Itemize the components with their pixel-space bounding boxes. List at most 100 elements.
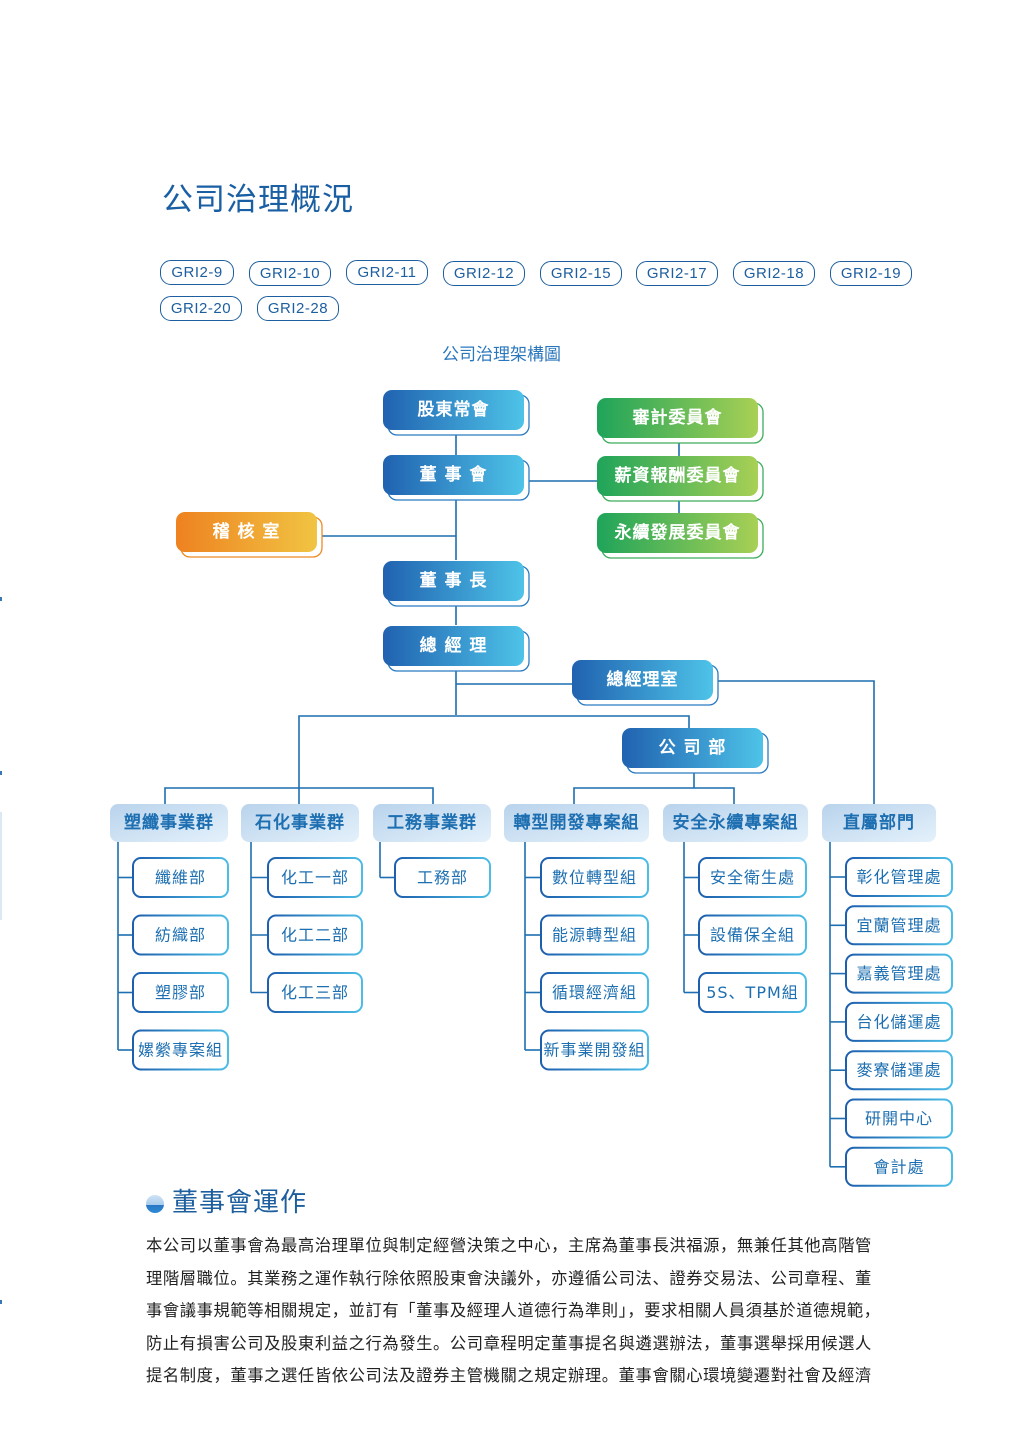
committee-node-label: 薪資報酬委員會 <box>615 465 741 486</box>
paragraph-line: 本公司以董事會為最高治理單位與制定經營決策之中心，主席為董事長洪福源，無兼任其他… <box>146 1236 872 1255</box>
department-label: 嘉義管理處 <box>856 964 941 983</box>
shareholders-meeting-node-label: 股東常會 <box>418 399 490 420</box>
department-box: 安全衛生處 <box>698 857 807 898</box>
edge-mark <box>0 812 2 920</box>
board-node: 董 事 會 <box>383 455 530 501</box>
body-paragraph: 本公司以董事會為最高治理單位與制定經營決策之中心，主席為董事長洪福源，無兼任其他… <box>146 1230 908 1393</box>
connector-line <box>164 787 434 804</box>
paragraph-line: 提名制度，董事之選任皆依公司法及證券主管機關之規定辦理。董事會關心環境變遷對社會… <box>146 1366 872 1385</box>
department-label: 能源轉型組 <box>552 926 637 945</box>
group-label: 工務事業群 <box>387 812 477 833</box>
group-label: 安全永續專案組 <box>673 812 799 833</box>
department-box: 循環經濟組 <box>540 972 649 1013</box>
department-box: 能源轉型組 <box>540 914 649 956</box>
paragraph-line: 理階層職位。其業務之運作執行除依照股東會決議外，亦遵循公司法、證券交易法、公司章… <box>146 1268 872 1288</box>
org-chart-title: 公司治理架構圖 <box>442 345 561 365</box>
department-label: 會計處 <box>873 1157 924 1176</box>
chairman-node-label: 董 事 長 <box>420 570 488 591</box>
department-label: 化工二部 <box>281 926 349 945</box>
business-group-header: 轉型開發專案組 <box>504 804 649 842</box>
department-box: 麥寮儲運處 <box>845 1050 953 1091</box>
department-label: 新事業開發組 <box>543 1041 645 1060</box>
committee-node: 薪資報酬委員會 <box>597 456 764 502</box>
group-label: 直屬部門 <box>843 812 915 833</box>
gri-tag: GRI2-18 <box>733 261 815 286</box>
shareholders-meeting-node: 股東常會 <box>383 390 530 436</box>
gri-tag: GRI2-11 <box>346 260 428 285</box>
president-node-label: 總 經 理 <box>420 635 488 656</box>
gri-tag: GRI2-17 <box>636 261 718 286</box>
audit-office-node: 稽 核 室 <box>176 512 323 558</box>
department-label: 設備保全組 <box>710 926 795 945</box>
department-box: 數位轉型組 <box>540 857 649 898</box>
business-group-header: 石化事業群 <box>241 804 359 842</box>
paragraph-line: 事會議事規範等相關規定，並訂有「董事及經理人道德行為準則」，要求相關人員須基於道… <box>146 1301 881 1320</box>
connector-line <box>716 680 875 804</box>
department-label: 安全衛生處 <box>710 868 795 887</box>
department-box: 宜蘭管理處 <box>845 905 953 946</box>
section-heading: 董事會運作 <box>146 1182 307 1219</box>
gri-tag: GRI2-12 <box>443 261 525 286</box>
department-label: 化工一部 <box>281 868 349 887</box>
board-node-label: 董 事 會 <box>420 464 488 485</box>
chairman-node: 董 事 長 <box>383 561 530 607</box>
president-node: 總 經 理 <box>383 626 530 672</box>
committee-node: 審計委員會 <box>597 398 764 444</box>
business-group-header: 直屬部門 <box>822 804 936 842</box>
department-box: 會計處 <box>845 1146 953 1187</box>
gri-tag: GRI2-10 <box>249 261 331 286</box>
department-label: 研開中心 <box>865 1109 933 1128</box>
department-label: 化工三部 <box>281 983 349 1002</box>
department-label: 纖維部 <box>155 868 206 887</box>
president-office-node: 總經理室 <box>572 660 719 706</box>
department-box: 化工二部 <box>267 914 363 956</box>
department-label: 紡織部 <box>155 926 206 945</box>
edge-mark <box>0 597 2 601</box>
department-label: 台化儲運處 <box>856 1012 941 1031</box>
department-label: 工務部 <box>417 868 468 887</box>
business-group-header: 安全永續專案組 <box>663 804 808 842</box>
committee-node-label: 審計委員會 <box>632 407 723 428</box>
department-box: 新事業開發組 <box>540 1029 649 1071</box>
department-box: 彰化管理處 <box>845 857 953 897</box>
department-box: 化工三部 <box>267 972 363 1013</box>
department-box: 研開中心 <box>845 1098 953 1139</box>
connector-line <box>298 715 690 804</box>
edge-mark <box>0 771 2 775</box>
corporate-dept-node: 公 司 部 <box>622 728 769 774</box>
department-label: 麥寮儲運處 <box>856 1061 941 1080</box>
gri-tag: GRI2-20 <box>160 296 242 321</box>
bullet-icon <box>146 1194 164 1213</box>
department-box: 台化儲運處 <box>845 1001 953 1042</box>
department-label: 5S、TPM組 <box>706 983 799 1002</box>
audit-office-node-label: 稽 核 室 <box>213 521 281 542</box>
gri-tag: GRI2-9 <box>160 260 234 285</box>
gri-tag: GRI2-28 <box>257 296 339 321</box>
department-label: 數位轉型組 <box>552 868 637 887</box>
department-box: 嘉義管理處 <box>845 953 953 994</box>
department-box: 5S、TPM組 <box>698 972 807 1013</box>
edge-mark <box>0 1300 2 1304</box>
department-label: 嫘縈專案組 <box>138 1041 223 1060</box>
department-box: 紡織部 <box>132 914 229 956</box>
president-office-node-label: 總經理室 <box>607 669 679 690</box>
gri-tag: GRI2-19 <box>830 261 912 286</box>
department-box: 纖維部 <box>132 857 229 898</box>
committee-node: 永續發展委員會 <box>597 513 764 559</box>
department-box: 設備保全組 <box>698 914 807 956</box>
department-box: 化工一部 <box>267 857 363 898</box>
department-box: 塑膠部 <box>132 972 229 1013</box>
connector-line <box>573 787 735 804</box>
page-title: 公司治理概況 <box>162 182 354 218</box>
corporate-dept-node-label: 公 司 部 <box>659 737 727 758</box>
group-label: 石化事業群 <box>254 812 345 833</box>
department-box: 嫘縈專案組 <box>132 1029 229 1071</box>
group-label: 轉型開發專案組 <box>514 812 640 833</box>
committee-node-label: 永續發展委員會 <box>614 522 741 543</box>
gri-tag: GRI2-15 <box>540 261 622 286</box>
department-label: 彰化管理處 <box>856 868 941 887</box>
department-label: 宜蘭管理處 <box>856 916 941 935</box>
business-group-header: 工務事業群 <box>373 804 491 842</box>
department-label: 循環經濟組 <box>552 983 637 1002</box>
